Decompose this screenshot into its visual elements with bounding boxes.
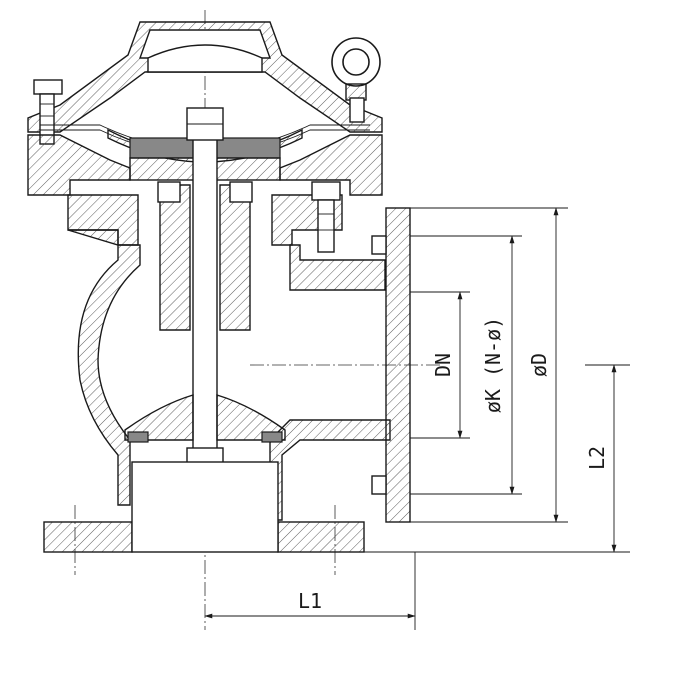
base-flange: [43, 461, 365, 553]
flange-bolt-right: [311, 181, 341, 253]
label-l1: L1: [298, 589, 322, 613]
outlet-flange: [371, 207, 411, 523]
cover-bolt-left: [33, 79, 63, 145]
lifting-eye: [331, 37, 381, 123]
label-l2: L2: [585, 446, 609, 470]
bonnet-cover: [27, 21, 383, 133]
label-d: øD: [527, 353, 551, 377]
label-k: øK (N-ø): [481, 317, 505, 413]
label-dn: DN: [431, 353, 455, 377]
dimension-lines: [204, 207, 630, 630]
valve-body: [67, 229, 391, 521]
